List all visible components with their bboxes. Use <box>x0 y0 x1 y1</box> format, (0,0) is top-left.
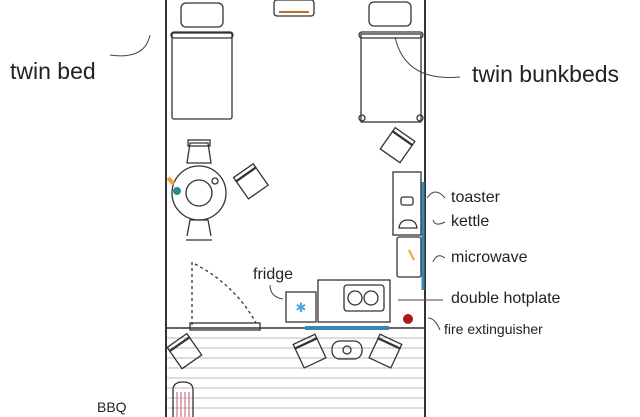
kitchen-shelf <box>392 171 425 290</box>
double-hotplate <box>305 279 391 330</box>
label-bbq: BBQ <box>97 399 127 415</box>
deck-chair <box>166 332 203 370</box>
label-microwave: microwave <box>451 249 528 266</box>
door <box>189 262 261 331</box>
twin-bed <box>170 2 234 120</box>
fire-extinguisher-icon <box>403 314 413 324</box>
twin-bunkbeds <box>358 1 424 123</box>
kettle-icon <box>398 219 418 229</box>
fridge: ✱ <box>285 291 317 323</box>
deck-chair <box>292 333 327 369</box>
label-twin-bunkbeds: twin bunkbeds <box>472 61 620 87</box>
label-twin-bed: twin bed <box>10 58 96 84</box>
chair <box>186 139 212 164</box>
chair <box>186 219 212 241</box>
deck-chair <box>368 333 403 369</box>
label-fire-extinguisher: fire extinguisher <box>444 321 543 337</box>
toaster-icon <box>400 196 414 206</box>
label-double-hotplate: double hotplate <box>451 290 561 307</box>
chair <box>379 126 416 164</box>
chair <box>232 162 270 200</box>
bbq <box>172 381 194 417</box>
label-fridge: fridge <box>253 266 294 283</box>
label-toaster: toaster <box>451 189 500 206</box>
leader-lines <box>109 34 461 331</box>
deck-table <box>331 340 363 360</box>
label-kettle: kettle <box>451 213 490 230</box>
svg-text:✱: ✱ <box>296 300 307 315</box>
heater <box>273 0 315 17</box>
dining-table <box>166 165 227 221</box>
